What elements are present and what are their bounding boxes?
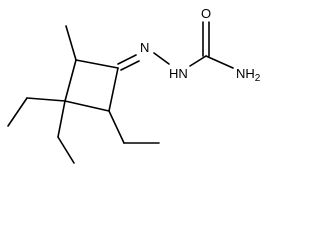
atom-label-o: O [201,6,211,21]
ring-bond-left [64,59,77,102]
ethyl-a-bond-2 [7,97,28,127]
ethyl-b-bond-1 [57,100,66,138]
ring-bond-top [75,59,119,69]
methyl-bond [65,25,77,61]
ring-bond-bottom [64,100,110,112]
nh-carbonyl-bond [189,55,207,67]
chemical-structure: N HN O NH2 [7,6,261,164]
atom-label-nh2-subscript: 2 [255,73,261,84]
atom-label-n-imine: N [140,40,149,55]
cyclobutane-ring [64,59,119,112]
ethyl-b-bond-2 [57,136,75,164]
ethyl-a-bond-1 [26,97,66,102]
n-n-bond [153,52,170,65]
atom-label-nh: HN [169,66,188,81]
carbonyl-double-bond [202,21,210,57]
ethyl-group-right [108,110,160,144]
carbonyl-amide-bond [205,55,234,69]
diethyl-group [7,97,75,164]
imine-double-bond [117,54,140,71]
atom-label-nh2: NH2 [236,66,261,84]
ethyl-c-bond-1 [108,110,125,144]
ring-bond-right [108,67,119,112]
